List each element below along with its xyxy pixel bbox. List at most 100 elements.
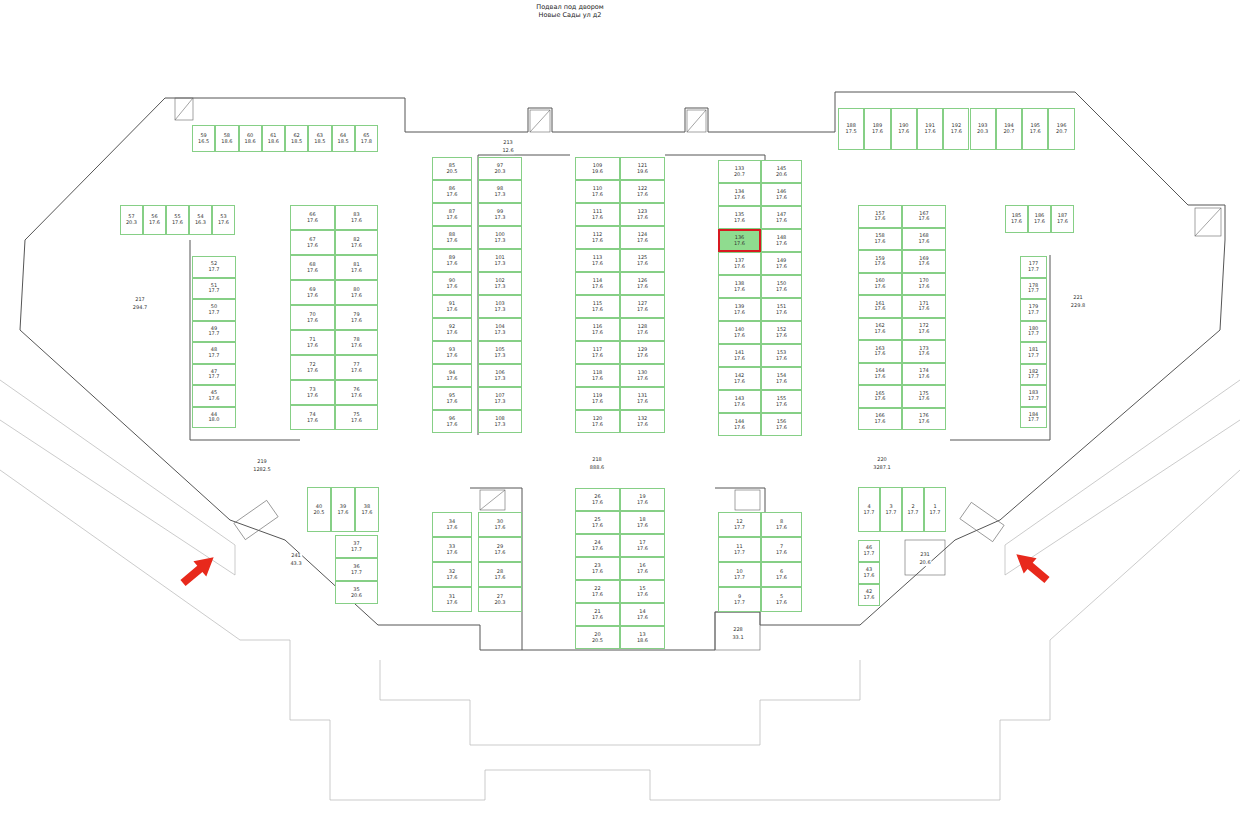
room-label: 217: [134, 297, 146, 303]
parking-space: 16117.6: [858, 295, 902, 318]
parking-space: 16317.6: [858, 340, 902, 363]
space-area: 17.6: [351, 318, 362, 324]
space-area: 17.6: [592, 192, 603, 198]
space-area: 17.7: [351, 547, 362, 553]
room-label: 33.1: [731, 635, 744, 641]
parking-space: 18217.7: [1020, 364, 1047, 386]
building-outline: [20, 92, 1225, 650]
space-area: 20.7: [734, 172, 745, 178]
space-area: 17.6: [592, 238, 603, 244]
parking-space: 12417.6: [620, 226, 665, 249]
space-area: 17.6: [776, 379, 787, 385]
inner-wall: [190, 240, 300, 440]
parking-space: 10217.3: [478, 272, 522, 295]
parking-space: 7117.6: [290, 330, 335, 355]
space-area: 17.6: [307, 368, 318, 374]
space-area: 17.6: [874, 351, 885, 357]
space-area: 17.6: [637, 376, 648, 382]
parking-space: 13217.6: [620, 410, 665, 433]
space-area: 17.6: [776, 310, 787, 316]
space-area: 17.6: [734, 241, 745, 247]
space-area: 17.6: [637, 215, 648, 221]
space-area: 17.6: [776, 402, 787, 408]
space-area: 17.3: [494, 399, 505, 405]
parking-space: 11817.6: [575, 364, 620, 387]
space-area: 20.3: [126, 220, 137, 226]
space-area: 17.6: [446, 600, 457, 606]
parking-space: 417.7: [858, 487, 880, 532]
space-area: 17.6: [307, 243, 318, 249]
parking-space: 11417.6: [575, 272, 620, 295]
parking-space: 17017.6: [902, 273, 946, 296]
space-area: 17.6: [307, 318, 318, 324]
parking-space: 2417.6: [575, 534, 620, 557]
parking-space: 5317.6: [212, 205, 235, 235]
parking-space: 11217.6: [575, 226, 620, 249]
space-area: 17.6: [494, 525, 505, 531]
space-area: 17.6: [734, 287, 745, 293]
parking-space: 18917.6: [864, 108, 890, 150]
stair-box: [175, 98, 193, 120]
parking-space: 4418.0: [192, 407, 236, 429]
space-area: 17.6: [592, 546, 603, 552]
space-area: 17.6: [734, 264, 745, 270]
space-area: 18.5: [338, 139, 349, 145]
parking-space: 15017.6: [761, 275, 802, 298]
space-area: 17.6: [637, 192, 648, 198]
space-area: 17.7: [1028, 267, 1039, 273]
space-area: 17.6: [637, 422, 648, 428]
parking-space: 15317.6: [761, 344, 802, 367]
parking-space: 4817.7: [192, 342, 236, 364]
space-area: 18.5: [314, 139, 325, 145]
space-area: 17.3: [494, 376, 505, 382]
stair-box: [735, 490, 760, 510]
space-area: 17.6: [918, 351, 929, 357]
parking-space: 14017.6: [718, 321, 761, 344]
parking-space: 8520.5: [432, 157, 472, 180]
space-area: 17.6: [776, 600, 787, 606]
space-area: 18.6: [245, 139, 256, 145]
parking-space: 2020.5: [575, 626, 620, 649]
space-area: 17.6: [637, 307, 648, 313]
space-area: 17.6: [918, 261, 929, 267]
space-area: 17.6: [446, 353, 457, 359]
inner-wall: [715, 488, 765, 612]
space-area: 16.3: [195, 220, 206, 226]
facade-line: [0, 380, 235, 575]
parking-space: 6318.5: [308, 125, 331, 152]
space-area: 17.6: [951, 129, 962, 135]
parking-space: 18617.6: [1028, 205, 1051, 233]
parking-space: 13320.7: [718, 160, 761, 183]
space-area: 17.6: [637, 615, 648, 621]
space-area: 17.7: [208, 267, 219, 273]
parking-space: 217.7: [902, 487, 924, 532]
space-area: 17.7: [208, 288, 219, 294]
parking-space: 7217.6: [290, 355, 335, 380]
parking-space: 14117.6: [718, 344, 761, 367]
space-area: 20.6: [776, 172, 787, 178]
parking-space: 16417.6: [858, 363, 902, 386]
stair-line: [1195, 208, 1221, 236]
parking-space: 4020.5: [307, 487, 331, 532]
stair-box: [530, 110, 550, 132]
room-label: 218: [591, 457, 603, 463]
parking-space: 12317.6: [620, 203, 665, 226]
space-area: 17.3: [494, 422, 505, 428]
facade-line: [0, 470, 1240, 800]
parking-space: 14520.6: [761, 160, 802, 183]
space-area: 17.6: [734, 195, 745, 201]
space-area: 17.7: [734, 550, 745, 556]
space-area: 17.7: [208, 310, 219, 316]
stair-box: [687, 110, 706, 132]
space-area: 17.7: [734, 600, 745, 606]
parking-space: 1817.6: [620, 511, 665, 534]
parking-space: 14317.6: [718, 390, 761, 413]
parking-space: 15917.6: [858, 250, 902, 273]
space-area: 17.7: [208, 331, 219, 337]
space-area: 17.6: [918, 216, 929, 222]
parking-space: 4917.7: [192, 321, 236, 343]
parking-space: 13817.6: [718, 275, 761, 298]
parking-space: 1017.7: [718, 562, 761, 587]
parking-space: 617.6: [761, 562, 802, 587]
space-area: 17.6: [592, 353, 603, 359]
